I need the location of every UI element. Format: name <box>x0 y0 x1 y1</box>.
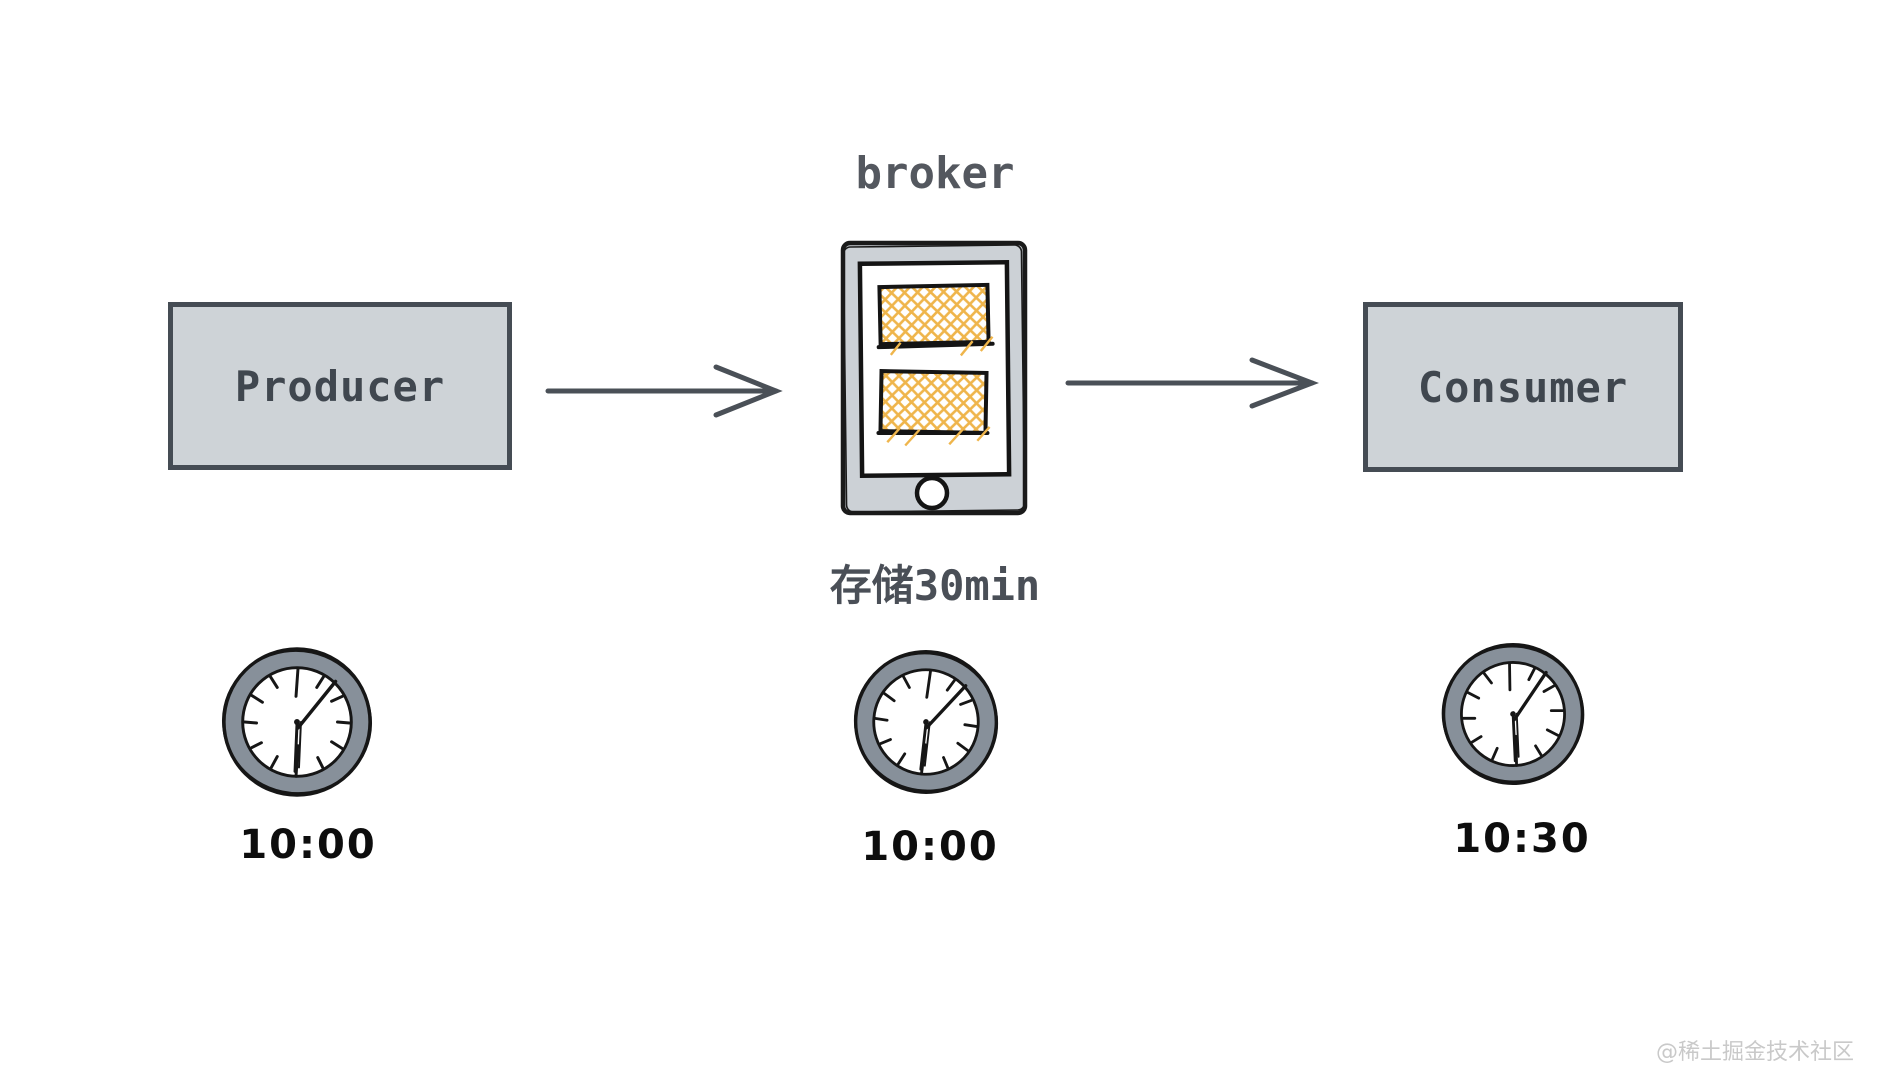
broker-phone-icon <box>840 240 1028 516</box>
broker-label: broker <box>855 148 1015 199</box>
arrow-broker-to-consumer <box>1065 357 1319 409</box>
arrow-producer-to-broker <box>545 364 783 418</box>
phone-home-button <box>914 475 950 511</box>
clock-icon-consumer <box>1438 639 1588 789</box>
producer-node: Producer <box>168 302 512 470</box>
clock-time-consumer: 10:30 <box>1453 816 1591 862</box>
watermark: @稀土掘金技术社区 <box>1655 1040 1854 1065</box>
phone-body-sketchline <box>842 244 1026 513</box>
message-block-1 <box>876 282 995 357</box>
consumer-node: Consumer <box>1363 302 1683 472</box>
clock-icon-broker <box>850 646 1002 798</box>
consumer-label: Consumer <box>1417 362 1629 412</box>
message-block-2 <box>876 369 991 447</box>
clock-time-broker: 10:00 <box>861 824 999 870</box>
clock-time-producer: 10:00 <box>239 822 377 868</box>
clock-icon-producer <box>218 643 376 801</box>
producer-label: Producer <box>234 361 446 411</box>
storage-duration-label: 存储30min <box>829 561 1041 610</box>
